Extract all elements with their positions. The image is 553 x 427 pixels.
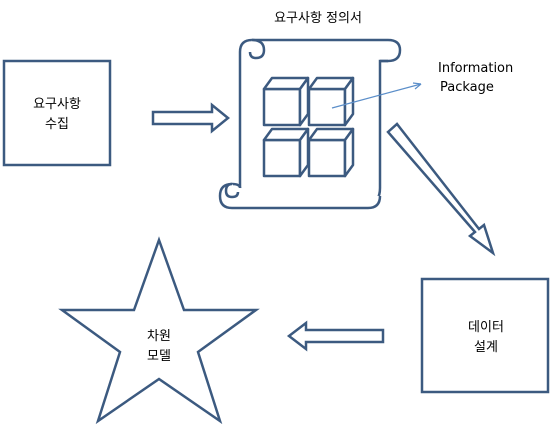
requirements-collection-label-line2: 수집 [45,117,69,132]
info-package-label-line2: Package [440,80,494,95]
info-package-leader-line [331,83,422,109]
data-design-box: 데이터 설계 [420,277,550,394]
arrow-data-design-to-model [286,320,385,352]
requirements-collection-box: 요구사항 수집 [2,59,112,167]
dimension-model-label-line2: 모델 [147,349,171,364]
cube-bottom-left [262,127,310,178]
cube-top-right [307,76,355,127]
cube-bottom-right [307,127,355,178]
arrow-spec-to-data-design [386,122,496,257]
data-design-label-line1: 데이터 [468,320,504,335]
arrow-collect-to-spec [151,102,230,134]
info-package-label-line1: Information [438,61,513,76]
dimension-model-label-line1: 차원 [147,329,171,344]
requirements-collection-label-line1: 요구사항 [33,97,81,112]
dimension-model-star: 차원 모델 [58,236,260,425]
spec-title: 요구사항 정의서 [274,11,362,26]
leader-arrowhead [412,82,422,90]
data-design-label-line2: 설계 [474,340,498,355]
cube-top-left [262,76,310,127]
info-package-cubes [262,76,355,178]
